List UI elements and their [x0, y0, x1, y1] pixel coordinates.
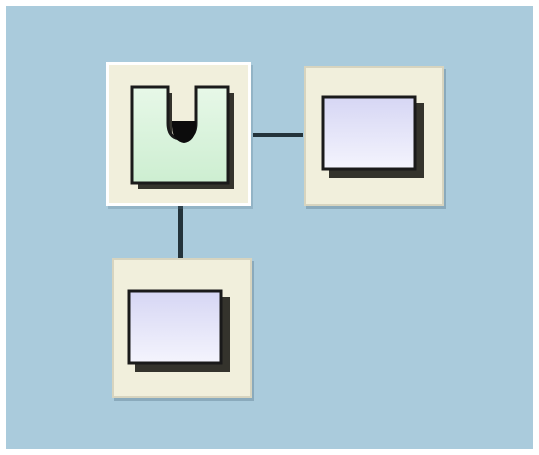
- node-bottom-child[interactable]: [112, 258, 252, 398]
- rectangle-box-icon: [126, 288, 230, 372]
- node-right-child[interactable]: [304, 66, 444, 206]
- diagram-canvas: [6, 6, 533, 449]
- connector-root-to-right: [253, 133, 303, 137]
- u-bracket-icon: [124, 81, 234, 189]
- rectangle-box-icon: [320, 94, 424, 178]
- node-root[interactable]: [106, 62, 251, 206]
- connector-root-to-bottom: [178, 206, 183, 258]
